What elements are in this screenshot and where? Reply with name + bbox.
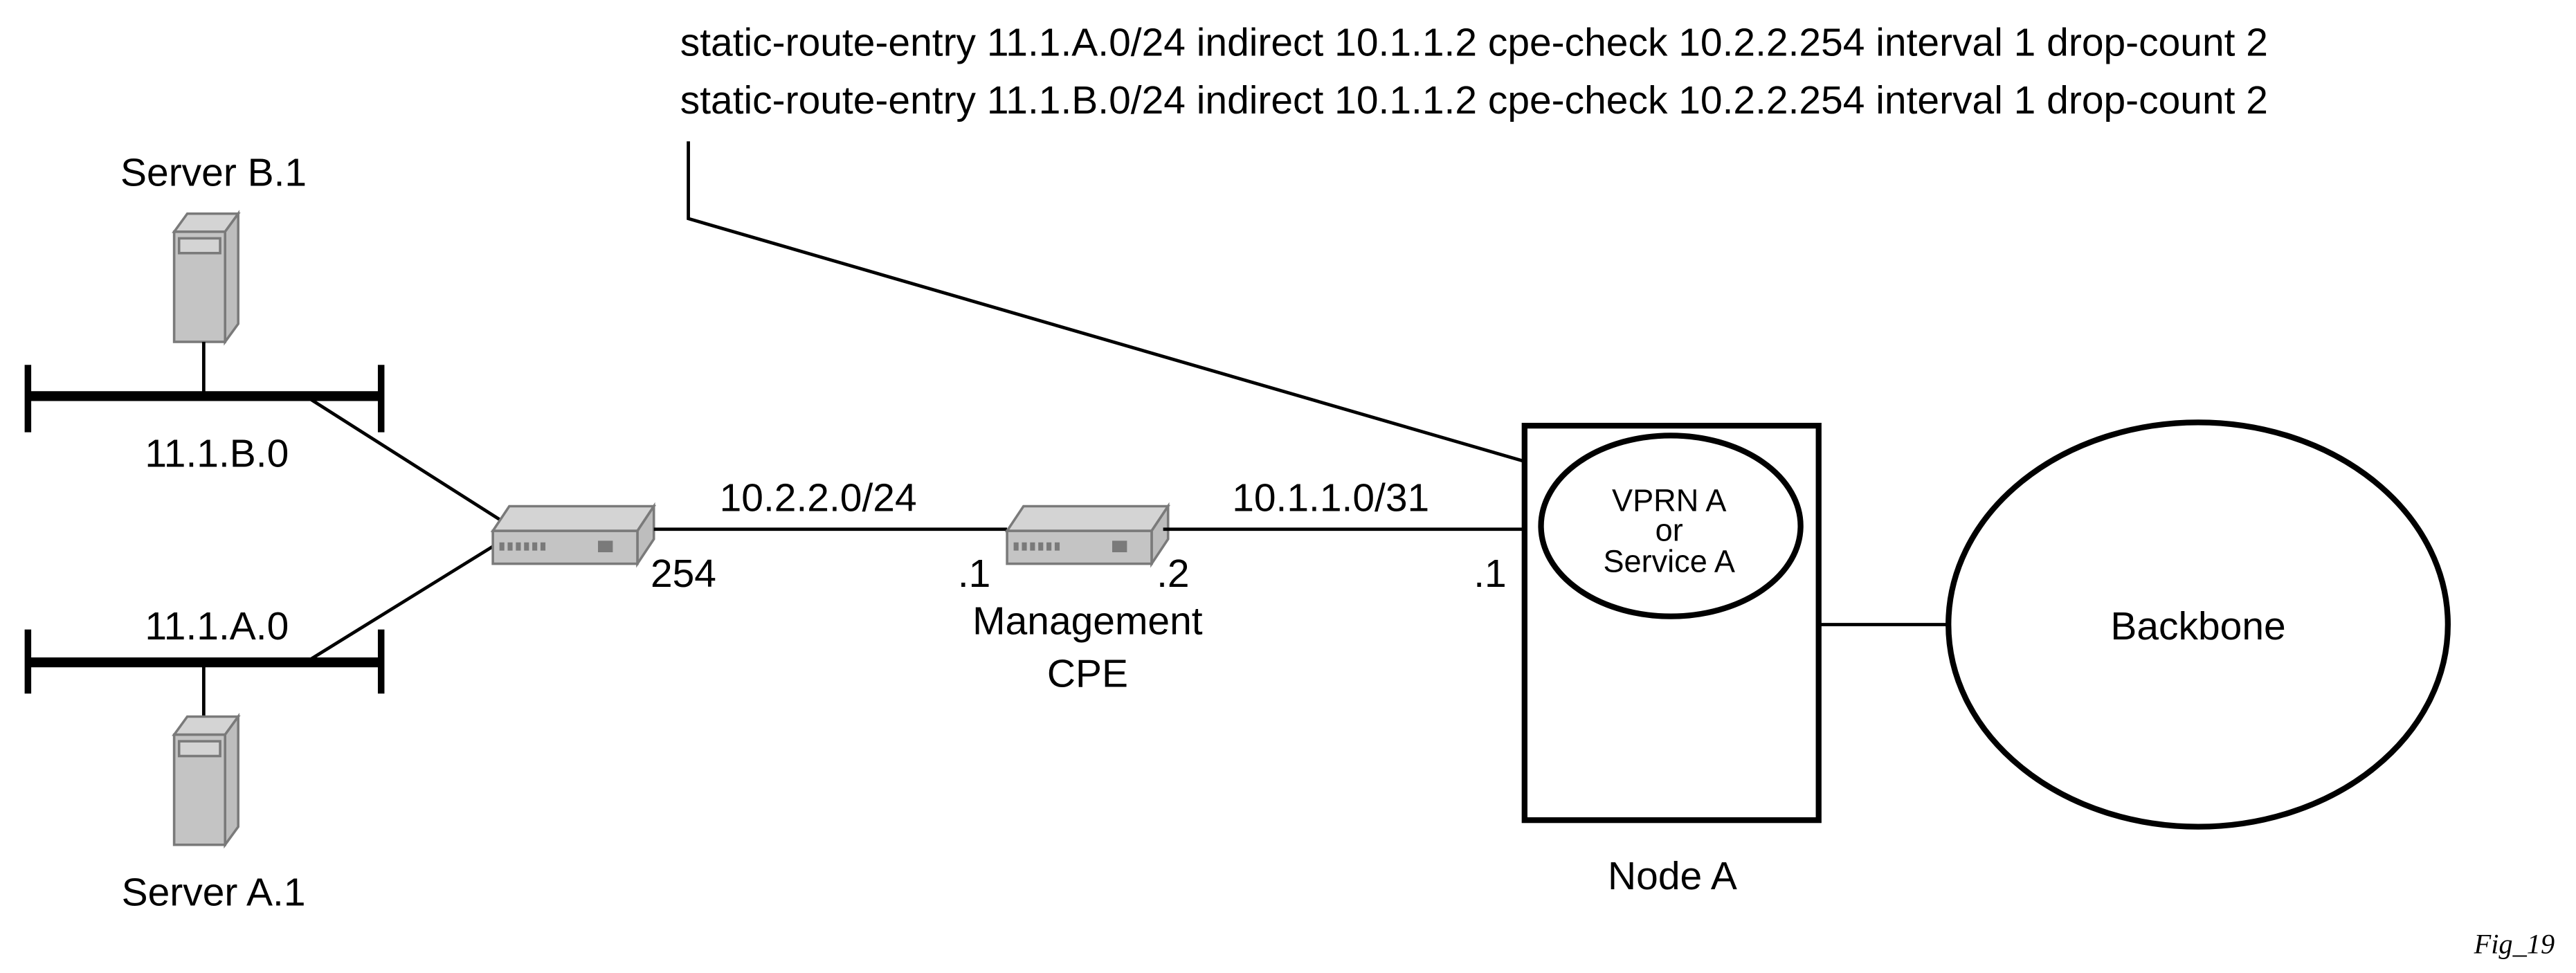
server-a-label: Server A.1	[122, 871, 306, 915]
vprn-label-line1: VPRN A	[1612, 483, 1726, 518]
vprn-label-line2: or	[1656, 512, 1683, 547]
lan-segment-b	[24, 365, 385, 433]
backbone-label: Backbone	[2110, 604, 2285, 648]
mgmt-cpe-left-port-label: .1	[958, 552, 991, 596]
lan-b-label: 11.1.B.0	[145, 431, 289, 475]
router-icon	[490, 502, 657, 568]
mgmt-cpe-right-port-label: .2	[1157, 552, 1190, 596]
backbone-cloud[interactable]	[1945, 419, 2451, 830]
callout-line	[687, 141, 1578, 479]
server-icon	[172, 210, 241, 346]
customer-router-port-label: 254	[651, 552, 716, 596]
figure-id: Fig_19	[2474, 928, 2555, 959]
link-lan-a-router	[305, 540, 500, 664]
node-port-label: .1	[1473, 552, 1507, 596]
mgmt-cpe-label-line1: Management	[972, 599, 1203, 644]
server-icon	[172, 713, 241, 849]
lan-segment-a	[24, 629, 385, 694]
subnet-label-10-2-2: 10.2.2.0/24	[720, 476, 917, 520]
config-command-a: static-route-entry 11.1.A.0/24 indirect …	[680, 21, 2268, 65]
router-icon	[1004, 502, 1171, 568]
server-b-label: Server B.1	[120, 150, 307, 194]
mgmt-cpe-label-line2: CPE	[1047, 652, 1128, 696]
vprn-service-ellipse[interactable]	[1538, 433, 1804, 619]
config-command-b: static-route-entry 11.1.B.0/24 indirect …	[680, 78, 2268, 122]
subnet-label-10-1-1: 10.1.1.0/31	[1232, 476, 1429, 520]
lan-a-label: 11.1.A.0	[145, 604, 289, 648]
node-a-label: Node A	[1608, 854, 1737, 898]
link-lan-b-router	[305, 394, 500, 521]
vprn-label-line3: Service A	[1603, 543, 1735, 579]
